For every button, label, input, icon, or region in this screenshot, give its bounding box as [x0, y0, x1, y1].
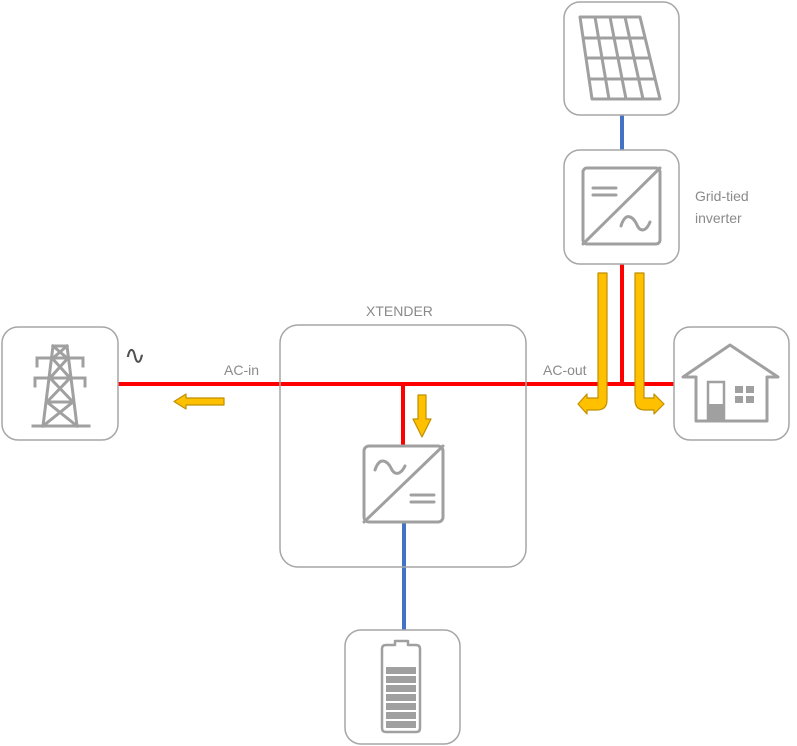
xtender-converter[interactable] — [362, 444, 445, 524]
ac-out-label: AC-out — [543, 362, 587, 378]
house-icon — [681, 343, 780, 423]
flow-arrow-to-grid — [173, 393, 225, 410]
xtender-label: XTENDER — [366, 303, 433, 319]
dc-ac-inverter-icon — [581, 166, 662, 246]
flow-arrow-to-converter — [412, 394, 432, 438]
grid-tied-inverter-label-1: Grid-tied — [695, 188, 749, 204]
flow-arrow-inverter-to-acin — [577, 272, 608, 415]
battery-icon — [380, 639, 422, 734]
ac-in-label: AC-in — [224, 362, 260, 378]
grid-tied-inverter-component[interactable] — [563, 149, 680, 265]
grid-tied-inverter-label-2: inverter — [695, 210, 742, 226]
power-pylon-icon — [31, 343, 91, 429]
ac-symbol-icon: ∿ — [124, 340, 146, 370]
solar-panel-icon — [578, 15, 662, 101]
battery-component[interactable] — [344, 629, 461, 745]
xtender-box[interactable] — [279, 324, 527, 568]
grid-component[interactable] — [1, 326, 119, 441]
solar-component[interactable] — [563, 1, 680, 116]
flow-arrow-inverter-to-house — [634, 272, 665, 415]
ac-dc-converter-icon — [362, 444, 445, 524]
house-component[interactable] — [673, 326, 790, 441]
